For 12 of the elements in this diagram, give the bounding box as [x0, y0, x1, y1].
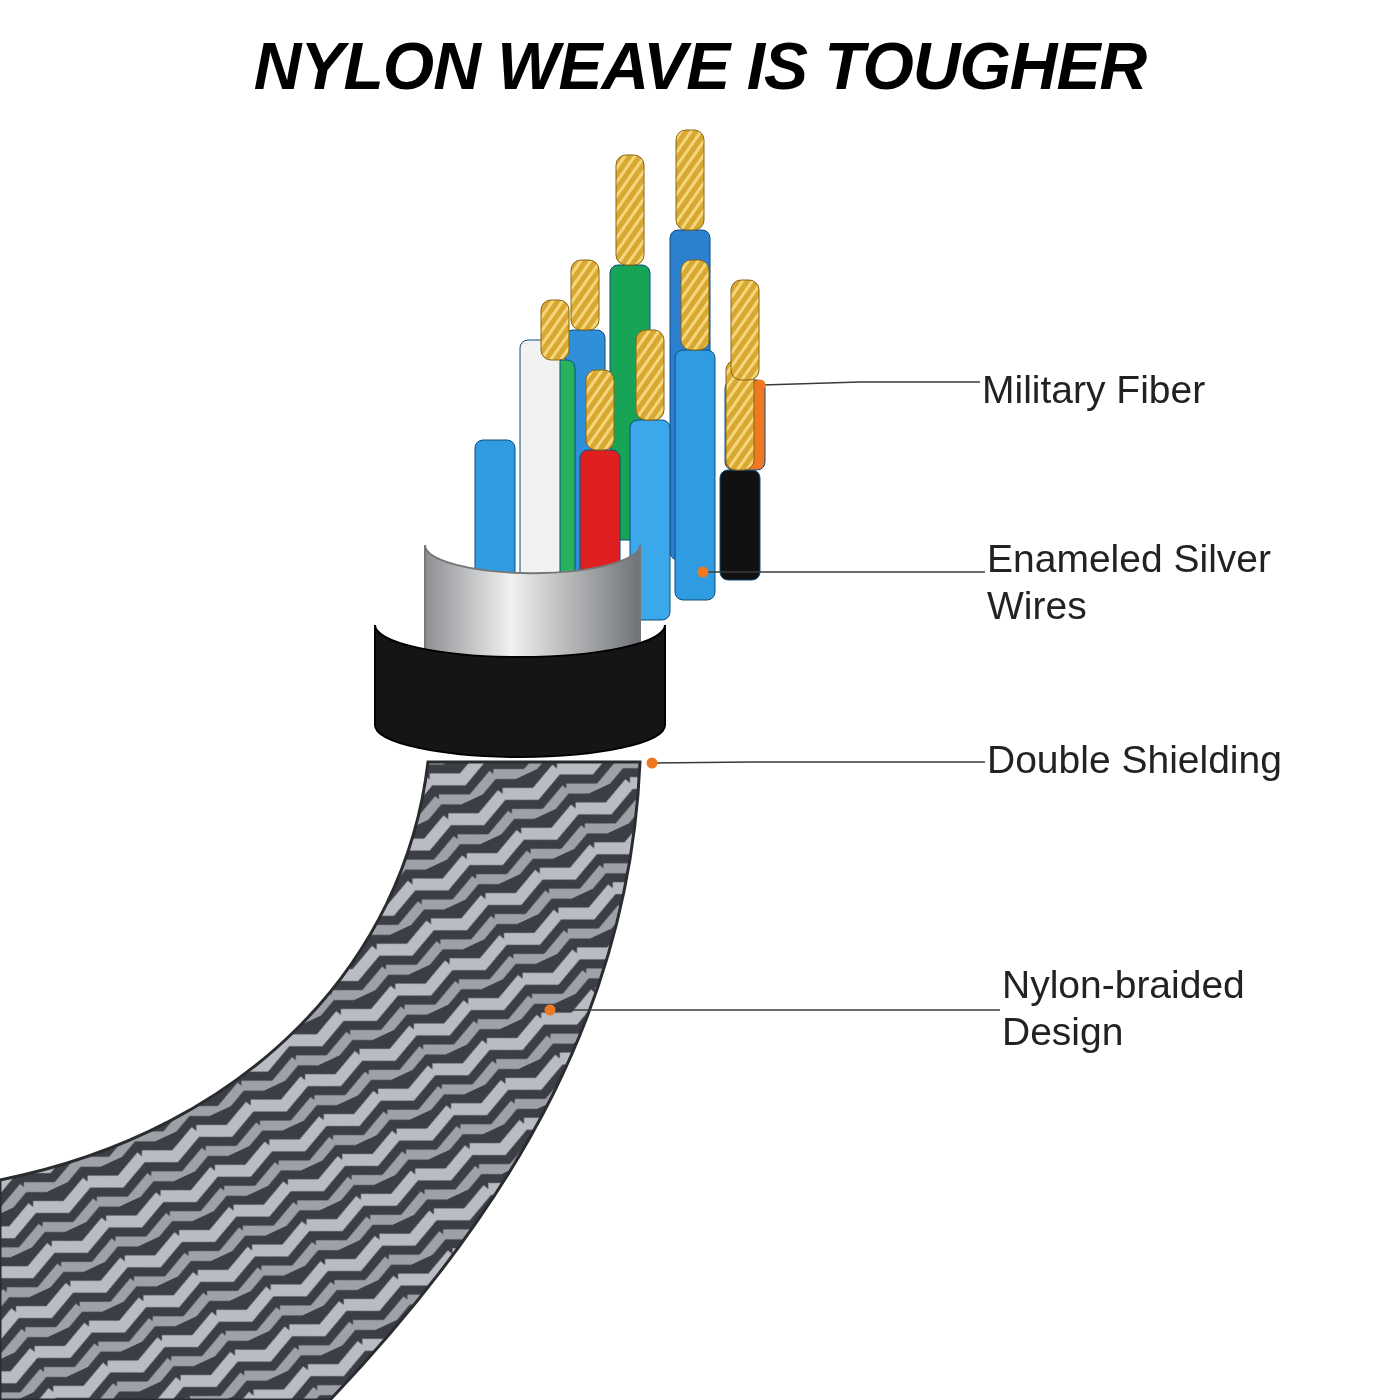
leader-line — [544, 1004, 1001, 1016]
braided-jacket-drawing — [0, 760, 642, 1400]
title: NYLON WEAVE IS TOUGHER — [252, 28, 1148, 104]
callout-label: Military Fiber — [982, 367, 1362, 414]
callout-label: Nylon-braided Design — [1002, 962, 1332, 1056]
callout-label: Enameled Silver Wires — [987, 536, 1367, 630]
shielding-drawing — [374, 544, 666, 758]
leader-line — [646, 757, 986, 769]
leader-line — [754, 379, 981, 391]
conductor-tips-drawing — [540, 129, 760, 471]
leader-line — [697, 566, 986, 578]
callout-label: Double Shielding — [987, 737, 1377, 784]
